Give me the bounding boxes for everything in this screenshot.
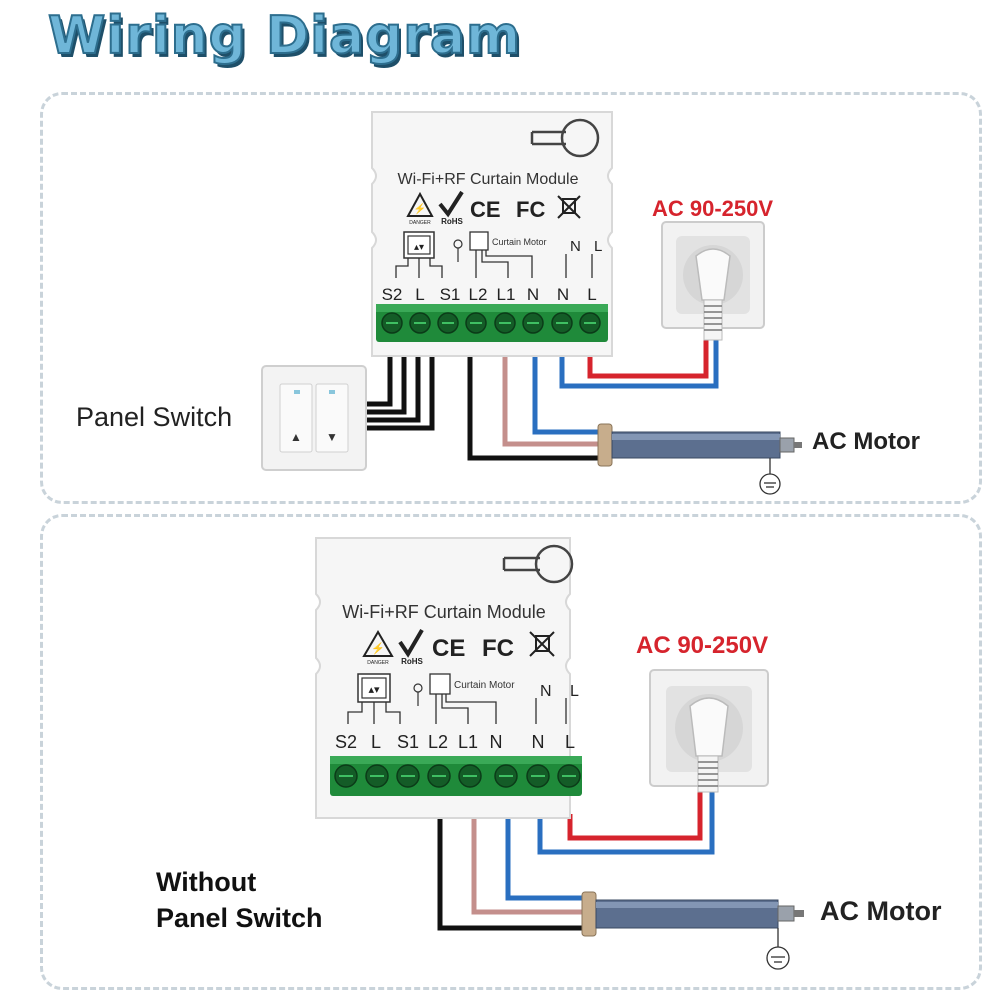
svg-text:⚡: ⚡ (371, 642, 385, 655)
weee-bin-icon (557, 195, 581, 219)
top-l-label-1: L (594, 238, 602, 255)
without-switch-caption: Without Panel Switch (156, 864, 323, 936)
rohs-icon: RoHS (438, 190, 464, 226)
ac-supply-label-1: AC 90-250V (652, 196, 774, 221)
curtain-motor-text-2: Curtain Motor (454, 680, 515, 691)
panel-switch-label: Panel Switch (76, 402, 233, 432)
svg-text:⚡: ⚡ (414, 202, 426, 215)
rohs-icon: RoHS (398, 628, 424, 666)
panel-switch: ▲ ▼ (261, 365, 367, 471)
ac-motor-label-2: AC Motor (820, 896, 942, 926)
terminal-label-l2: L2 (428, 732, 448, 752)
ac-motor-label-1: AC Motor (812, 428, 920, 455)
terminal-label-s2: S2 (382, 285, 403, 304)
diagram-title: Wiring Diagram (47, 5, 522, 67)
curtain-module-1: Wi-Fi+RF Curtain Module ⚡ DANGER RoHS CE… (371, 111, 613, 357)
caption-line-1: Without (156, 867, 257, 897)
module-name-1: Wi-Fi+RF Curtain Module (398, 171, 579, 188)
terminal-label-l1: L1 (458, 732, 478, 752)
module-name-2: Wi-Fi+RF Curtain Module (342, 602, 546, 622)
panel-without-switch (40, 514, 982, 990)
terminal-label-s2: S2 (335, 732, 357, 752)
curtain-module-2: Wi-Fi+RF Curtain Module ⚡ DANGER RoHS CE… (315, 537, 579, 819)
terminal-label-n2: N (532, 732, 545, 752)
terminal-label-l2: L2 (469, 285, 488, 304)
svg-text:RoHS: RoHS (441, 217, 463, 226)
terminal-label-s1: S1 (397, 732, 419, 752)
terminal-label-s1: S1 (440, 285, 461, 304)
terminal-label-l: L (415, 285, 424, 304)
caption-line-2: Panel Switch (156, 903, 323, 933)
danger-icon: ⚡ DANGER (406, 191, 434, 226)
terminal-label-n2: N (557, 285, 569, 304)
down-arrow-icon: ▼ (326, 430, 338, 444)
ce-mark: CE (432, 635, 465, 662)
terminal-label-l3: L (587, 285, 596, 304)
svg-text:▴▾: ▴▾ (368, 684, 380, 696)
ground-icon (759, 473, 781, 495)
wall-socket-1 (661, 221, 765, 341)
danger-icon: ⚡ DANGER (362, 630, 394, 666)
terminal-label-l: L (371, 732, 381, 752)
fcc-mark: FC (482, 635, 514, 662)
wall-socket-2 (649, 669, 769, 793)
terminal-label-l3: L (565, 732, 575, 752)
svg-text:▴▾: ▴▾ (414, 242, 424, 253)
terminal-label-l1: L1 (497, 285, 516, 304)
top-l-label-2: L (570, 683, 579, 700)
wires-2 (437, 790, 715, 931)
top-n-label-2: N (540, 683, 552, 700)
ce-mark: CE (470, 197, 501, 222)
wires-1 (364, 340, 719, 461)
ac-motor-2 (581, 891, 804, 970)
panel-with-switch (40, 92, 982, 504)
ground-icon (766, 946, 790, 970)
weee-bin-icon (529, 631, 555, 657)
svg-text:DANGER: DANGER (367, 660, 389, 666)
up-arrow-icon: ▲ (290, 430, 302, 444)
ac-supply-label-2: AC 90-250V (636, 632, 769, 659)
svg-text:RoHS: RoHS (401, 657, 423, 666)
svg-text:DANGER: DANGER (409, 220, 431, 226)
curtain-motor-text-1: Curtain Motor (492, 237, 547, 247)
terminal-label-n: N (490, 732, 503, 752)
terminal-block-2 (330, 756, 582, 796)
top-n-label-1: N (570, 238, 581, 255)
ac-motor-1 (597, 423, 802, 495)
fcc-mark: FC (516, 197, 545, 222)
terminal-label-n: N (527, 285, 539, 304)
